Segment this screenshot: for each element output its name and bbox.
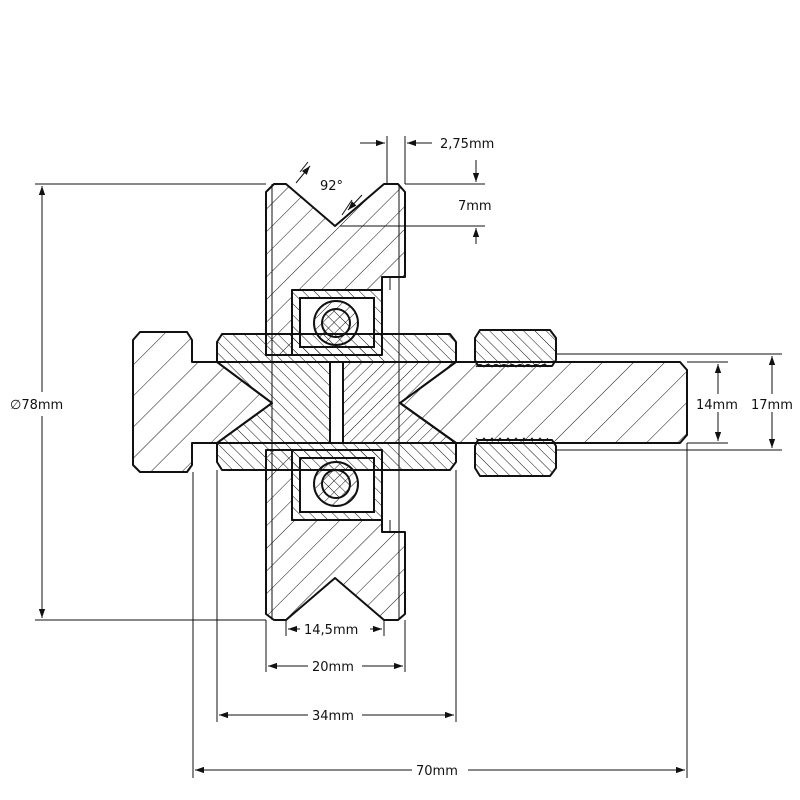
- total-length-label: 70mm: [416, 764, 458, 779]
- retaining-ring-upper: [382, 276, 405, 290]
- thread-inner-label: 14mm: [696, 398, 738, 413]
- bushing-length-label: 34mm: [312, 709, 354, 724]
- bolt-shank: [399, 361, 688, 444]
- groove-width-label: 14,5mm: [304, 623, 358, 638]
- bolt-head: [132, 331, 273, 473]
- groove-offset-label: 2,75mm: [440, 137, 494, 152]
- nut-upper: [474, 329, 557, 367]
- bearing-upper-ball-core: [321, 308, 351, 338]
- bushing-upper: [216, 333, 457, 363]
- wheel-width-label: 20mm: [312, 660, 354, 675]
- thread-outer-label: 17mm: [751, 398, 793, 413]
- retaining-ring-lower: [382, 520, 391, 533]
- groove-depth-label: 7mm: [458, 199, 492, 214]
- nut-lower: [474, 439, 557, 477]
- bearing-lower-ball-core: [321, 469, 351, 499]
- groove-angle-label: 92°: [320, 179, 343, 194]
- outer-diameter-label: ∅78mm: [10, 398, 63, 413]
- bushing-lower: [216, 442, 457, 471]
